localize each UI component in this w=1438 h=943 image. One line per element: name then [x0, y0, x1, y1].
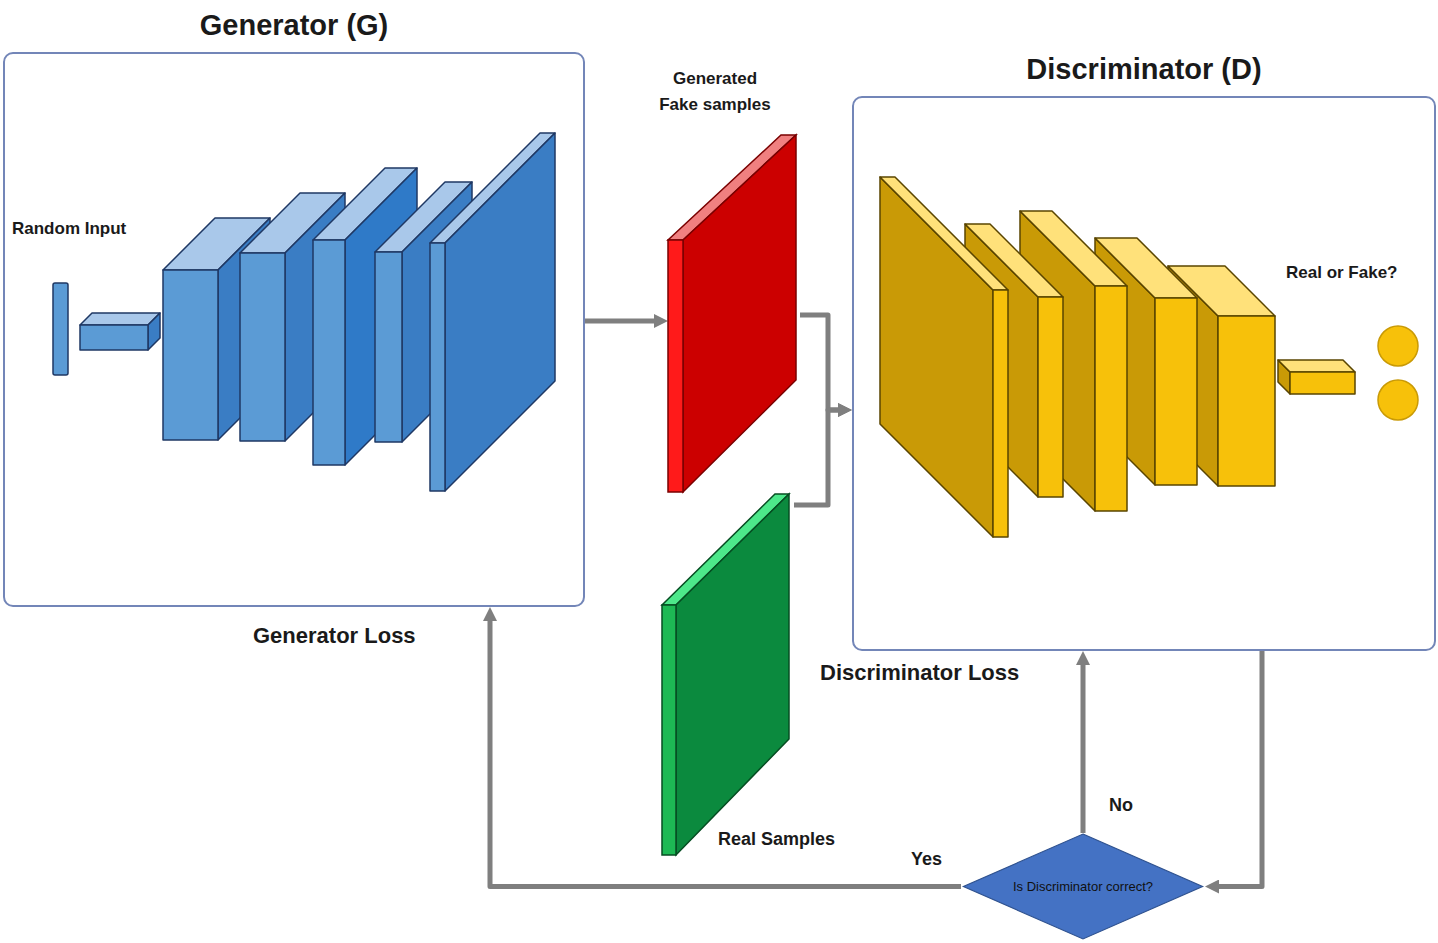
discriminator-box: Discriminator (D): [852, 96, 1436, 651]
flow-connector: [1215, 651, 1262, 887]
input-label: Random Input: [12, 219, 126, 239]
real-samples-label: Real Samples: [718, 828, 835, 850]
fake-sample-shape: [668, 130, 800, 495]
edge-label: No: [1106, 795, 1136, 816]
decision-text: Is Discriminator correct?: [1013, 879, 1153, 895]
flow-connector: [1081, 661, 1086, 833]
fake-samples-heading: Generated Fake samples: [655, 66, 775, 118]
generator-title: Generator (G): [5, 8, 583, 42]
flow-connector: [585, 319, 658, 324]
generator-layers: [53, 133, 555, 491]
discriminator-title: Discriminator (D): [854, 52, 1434, 86]
edge-label: Yes: [908, 849, 945, 870]
real-sample-panel: Real Samples: [662, 492, 794, 857]
loss-label: Generator Loss: [253, 623, 416, 649]
real-sample-shape: [662, 492, 794, 857]
output-label: Real or Fake?: [1286, 263, 1398, 283]
flow-connector: [800, 315, 842, 410]
decision-diamond: Is Discriminator correct?: [961, 833, 1205, 940]
flow-connector: [794, 410, 842, 505]
generator-box: Generator (G): [3, 52, 585, 607]
fake-sample-panel: Generated Fake samples: [668, 130, 800, 495]
loss-label: Discriminator Loss: [820, 660, 1019, 686]
discriminator-layers: [880, 177, 1418, 537]
